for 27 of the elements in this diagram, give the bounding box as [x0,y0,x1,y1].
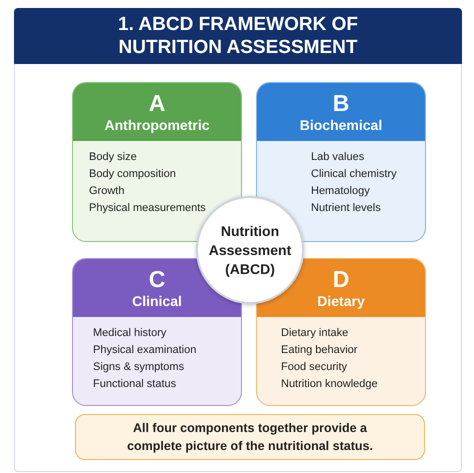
list-item: Functional status [93,377,176,392]
circle-label: Nutrition Assessment (ABCD) [208,222,292,278]
list-item: Signs & symptoms [93,360,184,375]
list-item: Growth [89,184,124,199]
section-heading: Dietary [317,292,365,310]
list-item: Eating behavior [281,343,358,358]
section-letter: C [148,266,166,292]
section-letter: B [332,90,350,116]
list-item: Body size [89,150,137,165]
section-heading: Anthropometric [104,116,210,134]
section-heading: Clinical [132,292,182,310]
list-item: Hematology [311,184,370,199]
section-letter: D [332,266,350,292]
list-item: Nutrient levels [311,201,381,216]
list-item: Physical measurements [89,201,206,216]
list-item: Lab values [311,150,364,165]
summary-note: All four components together provide a complete picture of the nutritional status. [75,414,425,460]
list-item: Body composition [89,167,176,182]
section-heading: Biochemical [300,116,382,134]
section-letter: A [148,90,166,116]
list-item: Food security [281,360,348,375]
title-text: 1. ABCD FRAMEWORK OF NUTRITION ASSESSMENT [117,13,359,59]
list-item: Dietary intake [281,326,348,341]
list-item: Physical examination [93,343,196,358]
list-item: Nutrition knowledge [281,377,378,392]
list-item: Clinical chemistry [311,167,397,182]
list-item: Medical history [93,326,166,341]
